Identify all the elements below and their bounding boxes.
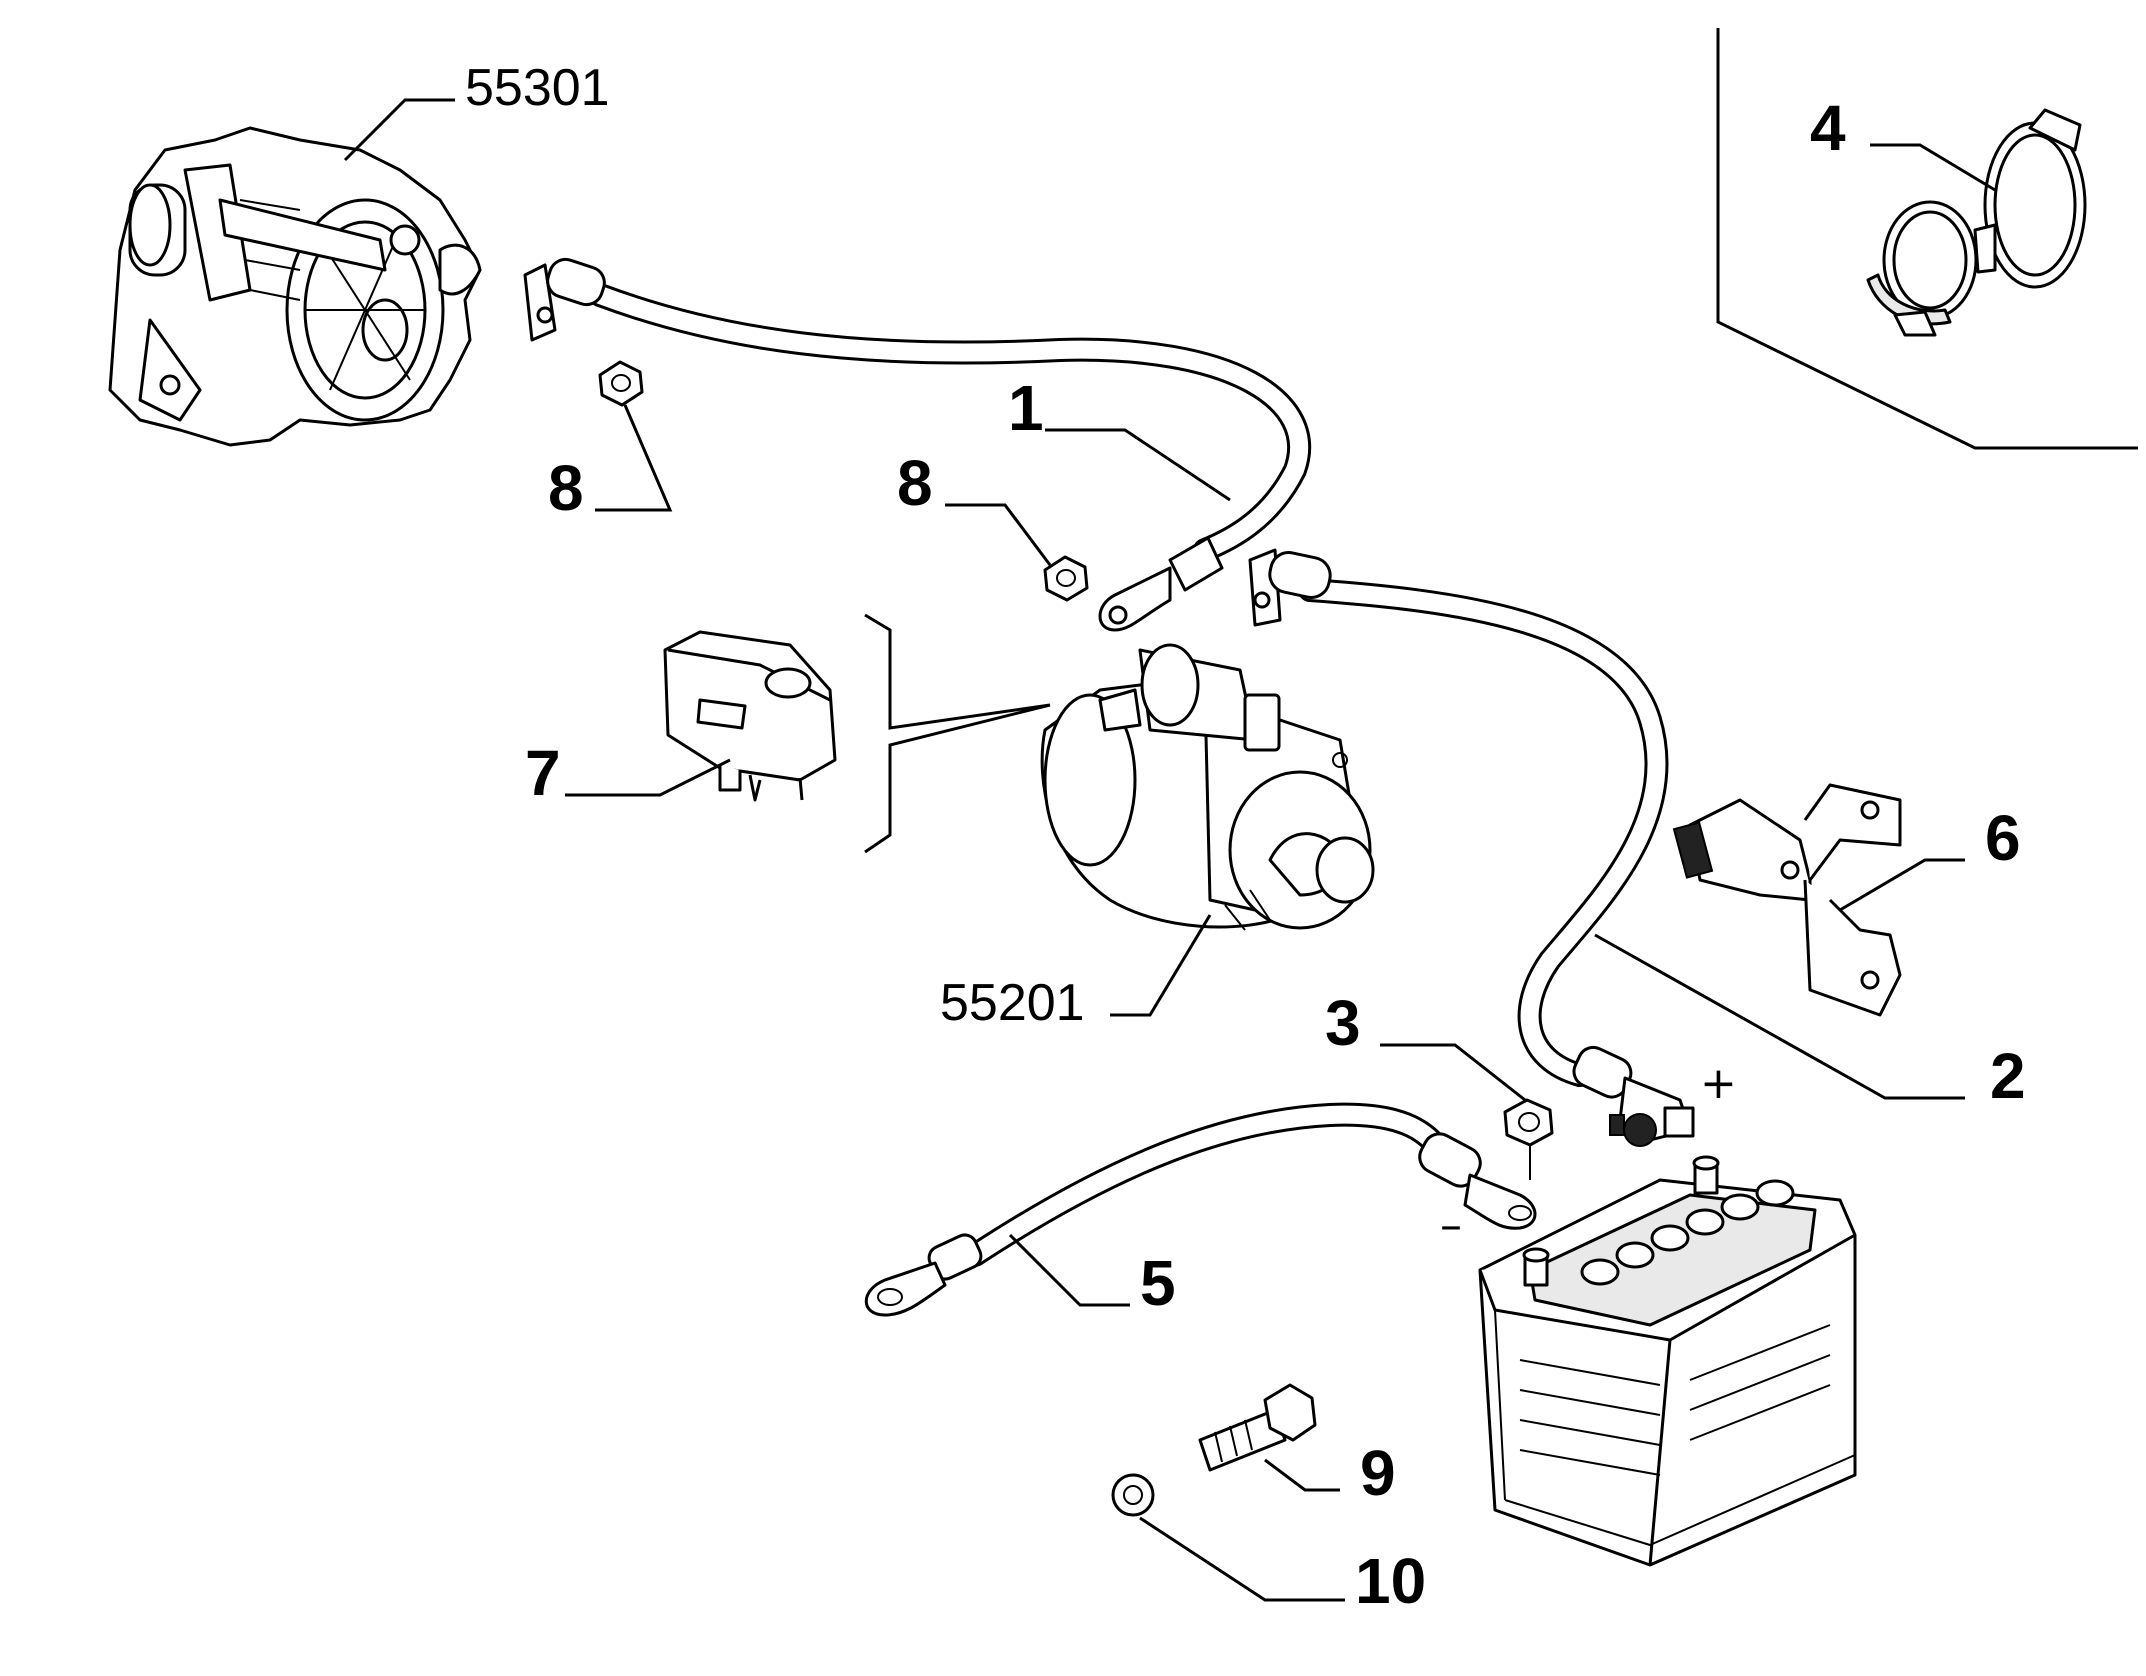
battery-cell-caps bbox=[1580, 1179, 1795, 1286]
label-starter: 55201 bbox=[940, 974, 1085, 1032]
leader-bolt-9 bbox=[1264, 1458, 1340, 1492]
label-washer-10: 10 bbox=[1355, 1545, 1426, 1617]
nut-3 bbox=[1503, 1098, 1554, 1180]
battery-negative-sign: – bbox=[1440, 1200, 1462, 1251]
leader-starter bbox=[1110, 914, 1212, 1017]
leader-cable-1 bbox=[1045, 428, 1231, 502]
label-clip-4: 4 bbox=[1810, 92, 1846, 164]
battery-positive-sign: + bbox=[1700, 1058, 1737, 1109]
leader-cover-7 bbox=[565, 758, 731, 797]
nut-8-right bbox=[1043, 555, 1089, 602]
cable-5 bbox=[864, 1102, 1537, 1317]
washer-10 bbox=[1111, 1473, 1155, 1517]
leader-clip-4 bbox=[1870, 143, 1996, 192]
label-bracket-6: 6 bbox=[1985, 802, 2021, 874]
label-nut-8-right: 8 bbox=[897, 447, 933, 519]
leader-alternator bbox=[343, 98, 455, 162]
bolt-9 bbox=[1198, 1383, 1317, 1472]
leader-nut-8-right bbox=[945, 503, 1052, 566]
inset-frame bbox=[1716, 28, 2138, 450]
exploded-view-bracket bbox=[864, 613, 1051, 854]
label-nut-8-left: 8 bbox=[548, 452, 584, 524]
leader-washer-10 bbox=[1139, 1516, 1345, 1602]
alternator bbox=[108, 126, 482, 447]
clip-4 bbox=[1866, 108, 2087, 337]
leader-cable-2 bbox=[1594, 933, 1965, 1100]
label-cable-5: 5 bbox=[1140, 1247, 1176, 1319]
leader-nut-8-left bbox=[595, 404, 673, 512]
cable-1 bbox=[523, 257, 1312, 632]
label-nut-3: 3 bbox=[1325, 987, 1361, 1059]
nut-8-left bbox=[598, 360, 644, 407]
cable-2 bbox=[1248, 548, 1695, 1147]
starter-motor bbox=[1040, 643, 1375, 931]
label-bolt-9: 9 bbox=[1360, 1437, 1396, 1509]
label-cable-2: 2 bbox=[1990, 1040, 2026, 1112]
label-cover-7: 7 bbox=[525, 737, 561, 809]
leader-cable-5 bbox=[1008, 1233, 1130, 1307]
label-cable-1: 1 bbox=[1008, 372, 1044, 444]
label-alternator: 55301 bbox=[465, 59, 610, 117]
cover-7 bbox=[663, 630, 837, 802]
battery bbox=[1478, 1155, 1857, 1567]
bracket-6 bbox=[1672, 783, 1902, 1017]
leader-nut-3 bbox=[1380, 1043, 1526, 1102]
leader-bracket-6 bbox=[1839, 858, 1965, 912]
